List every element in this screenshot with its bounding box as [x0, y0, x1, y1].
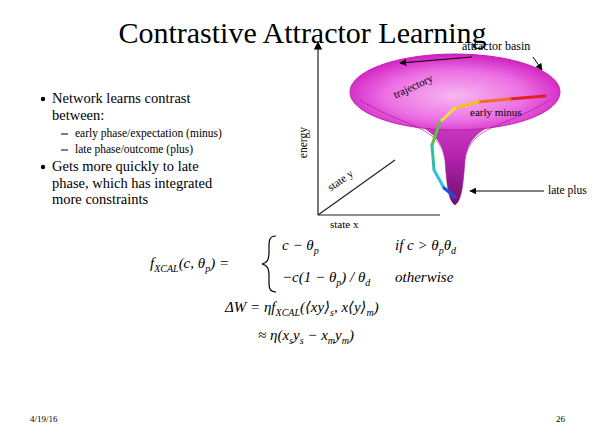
equation-subscript: m	[328, 335, 335, 346]
diagram-label: attractor basin	[462, 40, 530, 54]
equation-term: θ	[444, 237, 451, 253]
equation-term: (c, θ	[179, 255, 206, 271]
equation-subscript: p	[439, 245, 444, 256]
equation-term: y	[335, 327, 342, 343]
equation-term: , x⟨y⟩	[334, 299, 367, 315]
diagram-label: late plus	[548, 184, 587, 197]
sub-bullet	[61, 134, 68, 135]
equation-subscript: m	[342, 335, 349, 346]
equation-subscript: XCAL	[154, 263, 178, 274]
equation-term: ) / θ	[341, 269, 365, 285]
equation-term: − x	[304, 327, 328, 343]
leader-arrow	[400, 57, 472, 63]
equation-term: (⟨xy⟩	[300, 299, 330, 315]
leader-arrow	[533, 57, 542, 70]
equation-row: ΔW = ηfXCAL(⟨xy⟩s, x⟨y⟩m)	[225, 298, 379, 319]
equation-term: c − θ	[282, 237, 314, 253]
bullet	[41, 165, 45, 169]
sub-bullet-text: early phase/expectation (minus)	[75, 127, 222, 140]
cases-brace	[262, 236, 276, 292]
equation-row: fXCAL(c, θp) =	[150, 254, 229, 275]
bullet-text: Network learns contrast between:	[52, 90, 227, 123]
equation-subscript: d	[451, 245, 456, 256]
leader-arrow	[470, 191, 544, 192]
equation-row: ≈ η(xsys − xmym)	[258, 326, 354, 347]
bullet-text: Gets more quickly to late phase, which h…	[52, 158, 237, 208]
sub-bullet-text: late phase/outcome (plus)	[75, 143, 193, 156]
bullet	[41, 97, 45, 101]
equation-subscript: p	[314, 245, 319, 256]
slide-number: 26	[556, 414, 565, 424]
basin-contour	[360, 100, 550, 205]
sub-bullet	[61, 150, 68, 151]
state-x-axis	[318, 214, 440, 215]
axis-label: state x	[330, 218, 358, 231]
basin-rim	[350, 54, 560, 130]
equation-subscript: p	[205, 263, 210, 274]
equation-term: ΔW = ηf	[225, 299, 276, 315]
equation-subscript: p	[336, 277, 341, 288]
equation-term: )	[349, 327, 354, 343]
equation-term: otherwise	[395, 269, 453, 285]
equation-term: ≈ η(x	[258, 327, 289, 343]
slide-date: 4/19/16	[30, 414, 58, 424]
equation-term: f	[150, 255, 154, 271]
equation-subscript: d	[365, 277, 370, 288]
equation-term: y	[293, 327, 300, 343]
axis-label: state y	[325, 167, 356, 194]
equation-term: )	[374, 299, 379, 315]
equation-subscript: s	[300, 335, 304, 346]
equation-term: if c > θ	[395, 237, 439, 253]
axis-label: energy	[297, 127, 310, 158]
equation-row: if c > θpθd	[395, 236, 456, 257]
state-y-axis	[318, 160, 395, 215]
equation-subscript: m	[366, 307, 373, 318]
equation-row: otherwise	[395, 268, 453, 286]
equation-subscript: XCAL	[276, 307, 300, 318]
equation-row: c − θp	[282, 236, 319, 257]
equation-subscript: s	[289, 335, 293, 346]
equation-term: ) =	[210, 255, 229, 271]
diagram-label: early minus	[470, 106, 522, 119]
equation-term: −c(1 − θ	[282, 269, 336, 285]
trajectory-path	[432, 96, 545, 197]
equation-subscript: s	[330, 307, 334, 318]
equation-row: −c(1 − θp) / θd	[282, 268, 370, 289]
energy-axis	[317, 42, 318, 215]
